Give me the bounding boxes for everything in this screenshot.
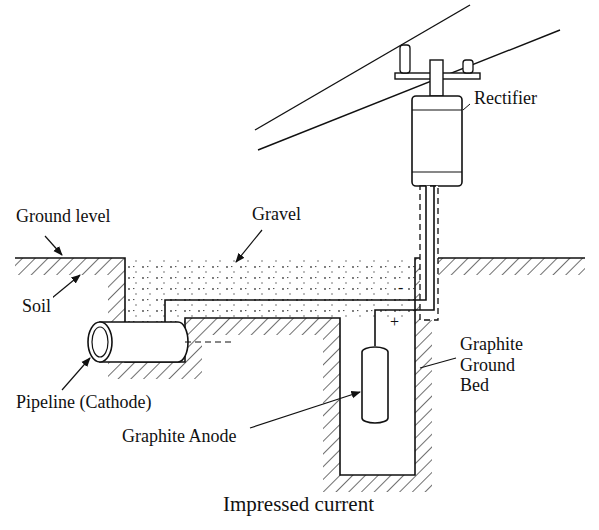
part-label: Pipeline (Cathode) [14, 392, 153, 413]
leader-line [250, 392, 360, 428]
part-label: Rectifier [472, 88, 539, 109]
caption: Impressed current [221, 492, 376, 516]
anode-cable [375, 186, 434, 346]
pipeline [100, 322, 188, 362]
soil-hatching [0, 240, 599, 510]
ground-outline [15, 258, 585, 475]
insulator [400, 45, 410, 73]
leader-line [420, 358, 456, 368]
leader-line [45, 236, 62, 255]
insulator [463, 60, 473, 73]
power-wire [258, 30, 560, 150]
rectifier-housing [412, 96, 462, 186]
leader-line [236, 230, 262, 262]
pole-top [430, 60, 443, 96]
part-label: Ground level [14, 206, 112, 227]
polarity-sign: + [390, 313, 399, 331]
leader-line [52, 275, 80, 298]
cathode-cable [165, 186, 426, 322]
part-label: Graphite Anode [120, 426, 238, 447]
leader-line [62, 358, 90, 390]
graphite-anode [362, 347, 388, 423]
polarity-sign: - [398, 279, 403, 297]
part-label: Graphite Ground Bed [458, 334, 542, 396]
part-label: Soil [20, 296, 53, 317]
part-label: Gravel [250, 204, 303, 225]
